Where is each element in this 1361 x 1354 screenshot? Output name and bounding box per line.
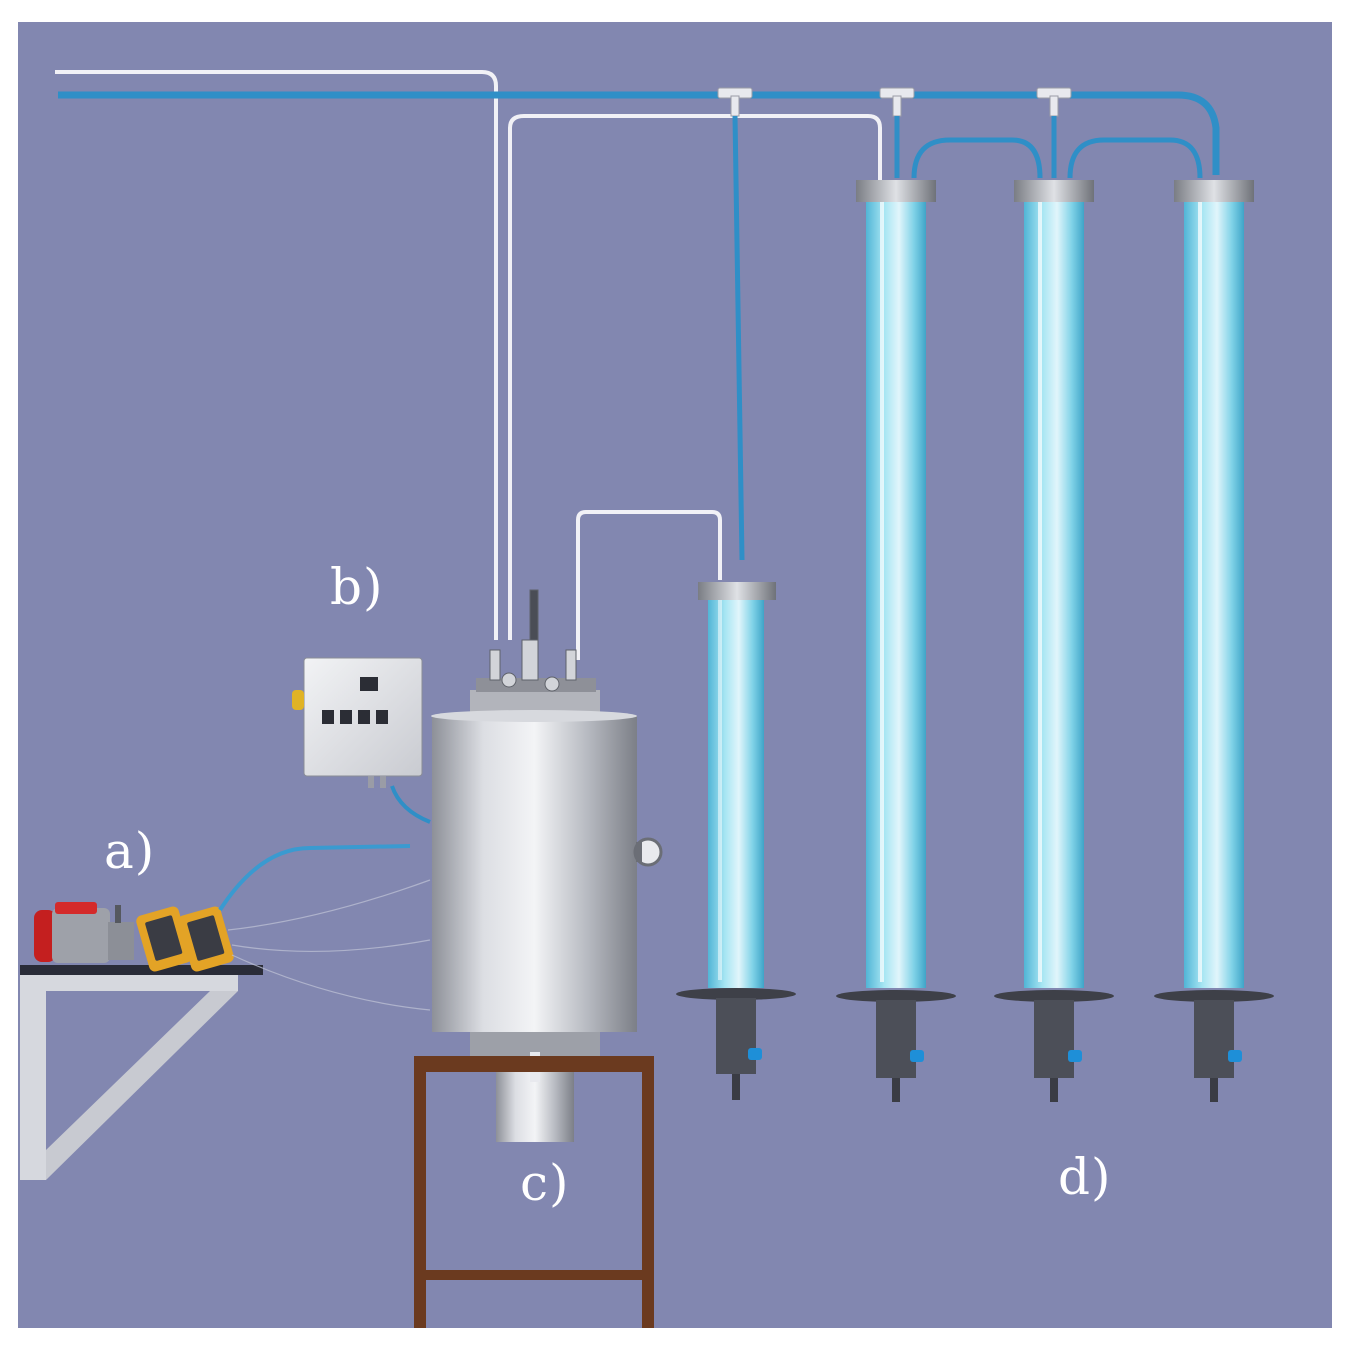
gas-loop-reactor-column [576, 510, 722, 660]
label-b: b) [330, 558, 384, 616]
control-box [292, 657, 423, 788]
multimeter-left [136, 906, 192, 972]
wall-shelf [20, 965, 263, 1180]
reactor-stand [414, 1056, 654, 1328]
reactor-lid-fittings [489, 589, 577, 692]
short-column [676, 582, 796, 1100]
water-drop-lines [732, 115, 1203, 561]
multimeter-right [178, 906, 234, 972]
label-a: a) [104, 822, 156, 880]
pump-hose [218, 844, 411, 912]
background-panel [18, 22, 1332, 1328]
control-cable [390, 785, 431, 824]
tee-fittings [717, 87, 1072, 117]
label-d: d) [1058, 1148, 1112, 1206]
label-c: c) [520, 1154, 570, 1212]
gas-line-second [508, 114, 882, 640]
tall-column-3 [1154, 180, 1274, 1102]
reactor-vessel [431, 678, 663, 1142]
sensor-wires [227, 879, 431, 1011]
tall-column-1 [836, 180, 956, 1102]
gas-line-top [55, 70, 498, 640]
water-main-line [58, 91, 1220, 175]
vacuum-pump [34, 902, 134, 963]
tall-column-2 [994, 180, 1114, 1102]
